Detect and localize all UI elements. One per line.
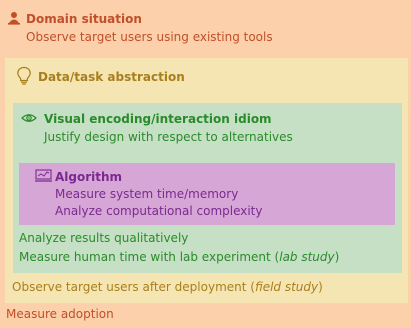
encoding-title: Visual encoding/interaction idiom [44,112,272,126]
domain-bottom: Measure adoption [6,307,114,321]
abstraction-bottom: Observe target users after deployment (f… [12,280,323,294]
algorithm-sub-2: Analyze computational complexity [55,204,263,218]
domain-title: Domain situation [26,12,142,26]
encoding-subtitle: Justify design with respect to alternati… [44,130,293,144]
monitor-chart-icon [35,169,52,182]
abstraction-title: Data/task abstraction [38,70,185,84]
lightbulb-icon [17,66,31,85]
algorithm-layer [19,163,395,225]
algorithm-title: Algorithm [55,170,123,184]
encoding-bottom-2: Measure human time with lab experiment (… [19,250,340,264]
encoding-bottom-1: Analyze results qualitatively [19,231,189,245]
eye-icon [21,114,37,122]
person-icon [8,12,20,25]
domain-subtitle: Observe target users using existing tool… [26,30,273,44]
algorithm-sub-1: Measure system time/memory [55,187,239,201]
